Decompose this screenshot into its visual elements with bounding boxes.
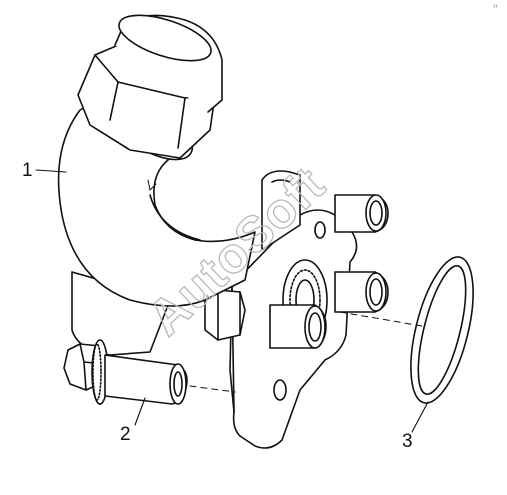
hex-nut-left [204,289,246,341]
stud-bolt-front [269,304,327,349]
callout-1: 1 [22,160,33,181]
corner-mark: ‹› [493,3,498,10]
flanged-bolt [63,339,188,405]
leader-lines [35,169,429,433]
callout-3: 3 [402,431,413,452]
stud-bolt-lower [334,271,389,313]
callout-2: 2 [120,424,131,445]
o-ring-seal [410,256,474,404]
elbow-pipe [57,14,256,307]
assembly-axes [189,311,423,393]
stud-bolt-upper [334,194,389,233]
